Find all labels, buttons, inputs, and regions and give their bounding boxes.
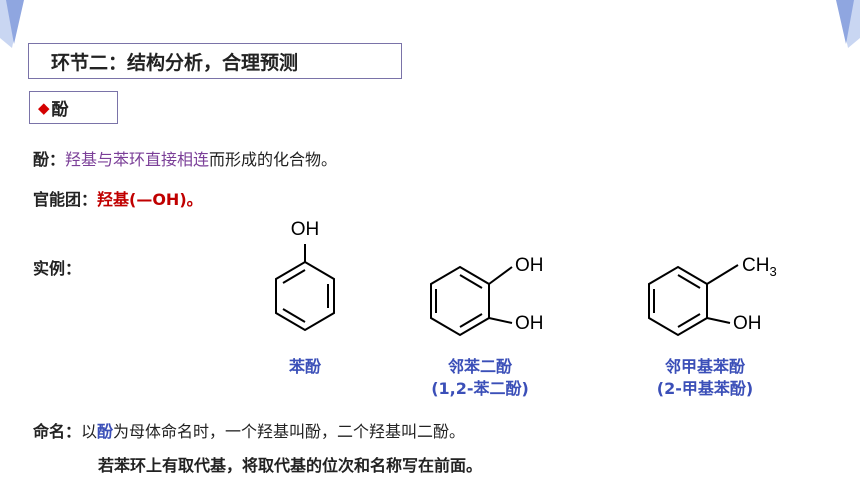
o-cresol-methyl-label: CH3	[742, 255, 777, 279]
caption-o-cresol-name: 邻甲基苯酚	[664, 357, 745, 376]
corner-decoration-left	[0, 0, 24, 48]
definition-prefix: 酚：	[33, 150, 66, 169]
definition-line: 酚：羟基与苯环直接相连而形成的化合物。	[33, 146, 337, 170]
functional-group-line: 官能团：羟基(—OH)。	[33, 186, 203, 210]
o-cresol-oh-label: OH	[733, 313, 762, 334]
phenol-structure-svg: OH	[275, 219, 335, 332]
naming-text-pre: 以	[81, 422, 98, 441]
caption-catechol-name: 邻苯二酚	[447, 357, 512, 376]
caption-catechol-alt: (1,2-苯二酚)	[431, 379, 529, 398]
section-title: 环节二：结构分析，合理预测	[28, 43, 402, 79]
definition-suffix: 而形成的化合物。	[209, 150, 338, 169]
caption-catechol: 邻苯二酚 (1,2-苯二酚)	[405, 356, 555, 400]
naming-highlight: 酚	[97, 422, 114, 441]
functional-group-label: 官能团：	[33, 190, 98, 209]
topic-heading: ◆ 酚	[29, 91, 118, 124]
corner-decoration-right	[836, 0, 860, 48]
caption-phenol: 苯酚	[288, 357, 321, 376]
caption-o-cresol-alt: (2-甲基苯酚)	[656, 379, 754, 398]
catechol-structure: OH OH	[430, 255, 544, 337]
naming-line-2: 若苯环上有取代基，将取代基的位次和名称写在前面。	[98, 456, 483, 475]
phenol-oh-label: OH	[291, 219, 320, 240]
topic-label: 酚	[51, 100, 69, 120]
functional-group-value: 羟基(—OH)。	[97, 190, 203, 209]
naming-text-post: 为母体命名时，一个羟基叫酚，二个羟基叫二酚。	[113, 422, 466, 441]
catechol-oh-2-label: OH	[515, 313, 544, 334]
diamond-icon: ◆	[38, 98, 50, 117]
naming-label: 命名：	[33, 422, 82, 441]
catechol-oh-1-label: OH	[515, 255, 544, 276]
examples-label: 实例：	[33, 259, 82, 278]
naming-line-1: 命名：以酚为母体命名时，一个羟基叫酚，二个羟基叫二酚。	[33, 418, 465, 442]
caption-o-cresol: 邻甲基苯酚 (2-甲基苯酚)	[630, 356, 780, 400]
phenol-structure: OH	[260, 200, 350, 358]
definition-highlight: 羟基与苯环直接相连	[65, 150, 210, 169]
o-cresol-structure: CH3 OH	[648, 255, 777, 337]
